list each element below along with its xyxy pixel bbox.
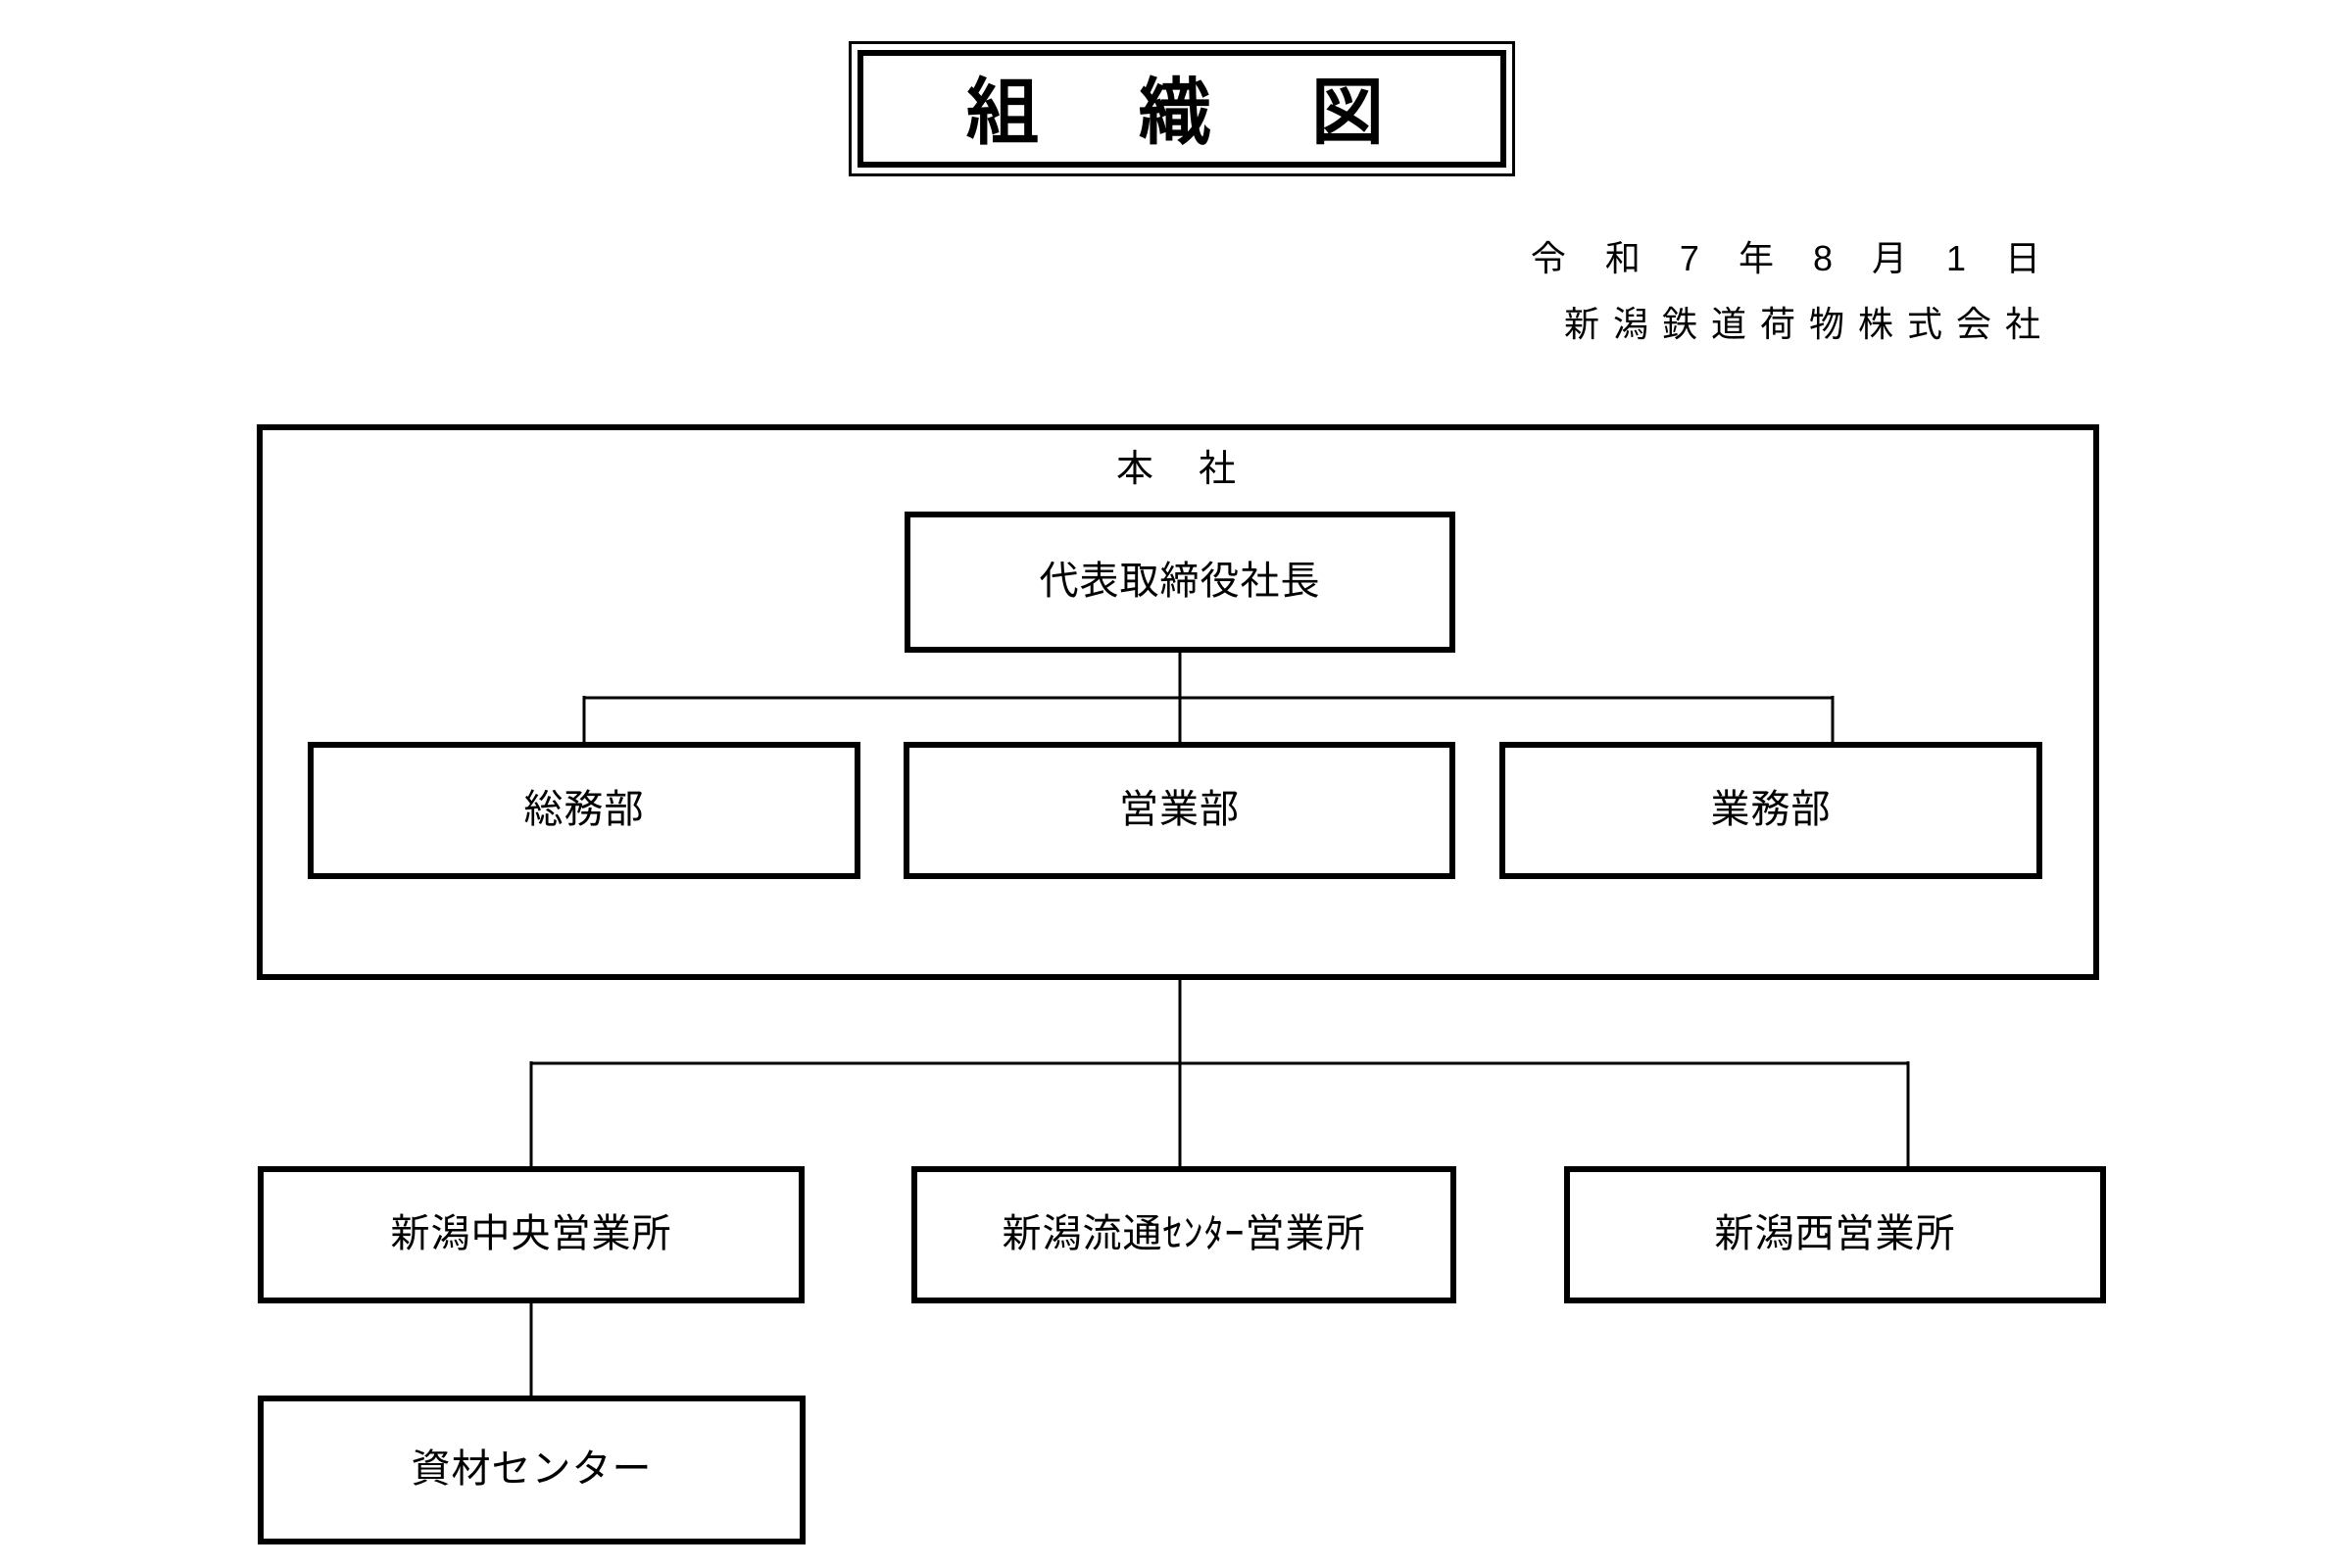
header-block: 令 和 7 年 8 月 1 日 新 潟 鉄 道 荷 物 株 式 会 社: [1531, 225, 2042, 357]
head-office-group-box: [257, 424, 2099, 980]
date-text: 令 和 7 年 8 月 1 日: [1530, 238, 2042, 278]
node-sales-dept: 営業部: [904, 742, 1455, 879]
head-office-label: 本 社: [1115, 449, 1240, 490]
node-niigata-nishi-branch: 新潟西営業所: [1564, 1166, 2106, 1303]
node-general-affairs-dept: 総務部: [308, 742, 860, 879]
node-president: 代表取締役社長: [905, 512, 1455, 653]
company-name-text: 新 潟 鉄 道 荷 物 株 式 会 社: [1563, 304, 2042, 344]
node-niigata-ryutsu-center-branch: 新潟流通ｾﾝﾀｰ営業所: [911, 1166, 1456, 1303]
chart-title: 組 織 図: [858, 50, 1506, 168]
node-material-center: 資材センター: [258, 1396, 806, 1544]
node-operations-dept: 業務部: [1499, 742, 2042, 879]
chart-title-box: 組 織 図: [849, 41, 1515, 176]
node-niigata-chuo-branch: 新潟中央営業所: [258, 1166, 805, 1303]
